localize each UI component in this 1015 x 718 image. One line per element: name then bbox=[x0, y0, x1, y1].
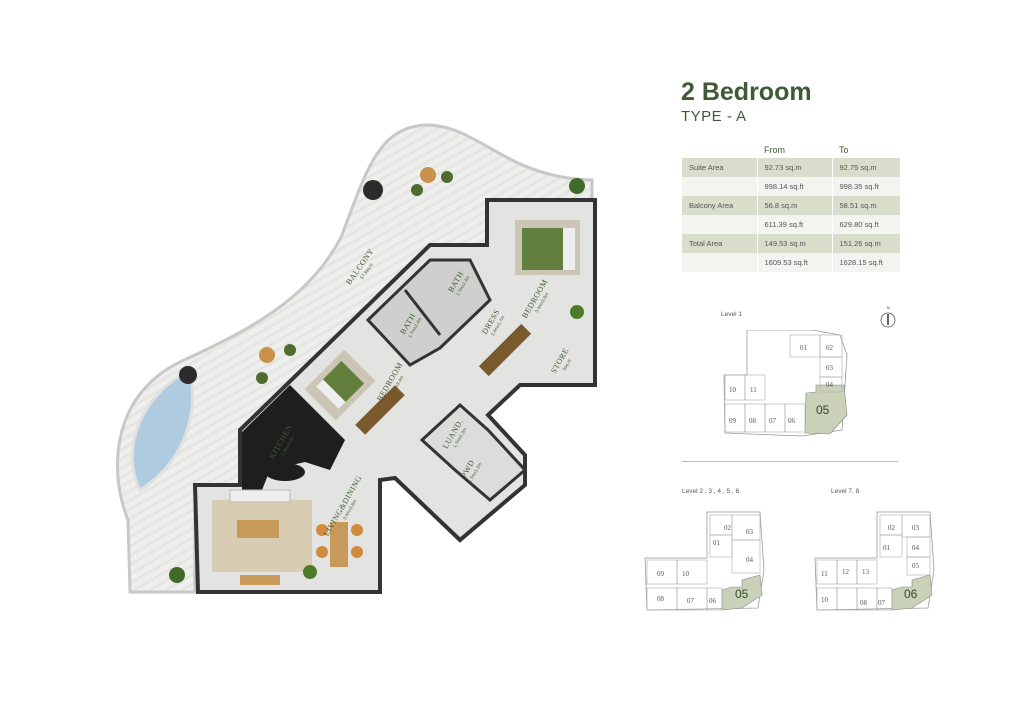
page-title: 2 Bedroom bbox=[681, 78, 812, 106]
bed bbox=[515, 220, 580, 275]
wardrobe bbox=[355, 385, 405, 435]
svg-text:08: 08 bbox=[749, 417, 757, 425]
to-value: 151.26 sq.m bbox=[831, 234, 900, 253]
svg-text:04: 04 bbox=[746, 556, 754, 564]
svg-text:02: 02 bbox=[724, 524, 732, 532]
svg-text:08: 08 bbox=[860, 599, 868, 607]
row-label: Total Area bbox=[682, 234, 757, 253]
kitchen-counter bbox=[242, 385, 345, 490]
svg-text:05: 05 bbox=[816, 403, 830, 417]
svg-text:N: N bbox=[887, 305, 890, 310]
svg-text:03: 03 bbox=[912, 524, 920, 532]
from-value: 92.73 sq.m bbox=[756, 158, 832, 177]
svg-text:07: 07 bbox=[769, 417, 777, 425]
column-header-to: To bbox=[839, 145, 849, 155]
svg-text:05: 05 bbox=[912, 562, 920, 570]
column-header-from: From bbox=[764, 145, 785, 155]
svg-text:02: 02 bbox=[888, 524, 896, 532]
svg-text:05: 05 bbox=[735, 587, 749, 601]
plant-icon bbox=[303, 565, 317, 579]
plant-icon bbox=[169, 567, 185, 583]
svg-text:10: 10 bbox=[821, 596, 829, 604]
to-value: 92.75 sq.m bbox=[831, 158, 900, 177]
laundry-pwd-block bbox=[419, 402, 528, 502]
balcony-area bbox=[115, 123, 594, 594]
svg-text:07: 07 bbox=[687, 597, 695, 605]
svg-text:5sq.m: 5sq.m bbox=[562, 358, 573, 371]
row-label bbox=[682, 253, 757, 272]
svg-text:01: 01 bbox=[800, 344, 808, 352]
svg-text:02: 02 bbox=[826, 344, 834, 352]
from-value: 1609.53 sq.ft bbox=[756, 253, 832, 272]
sofa bbox=[229, 489, 291, 503]
bed bbox=[304, 349, 376, 421]
row-label: Suite Area bbox=[682, 158, 757, 177]
from-value: 611.39 sq.ft bbox=[756, 215, 832, 234]
to-value: 998.35 sq.ft bbox=[831, 177, 900, 196]
to-value: 58.51 sq.m bbox=[831, 196, 900, 215]
svg-text:09: 09 bbox=[729, 417, 737, 425]
key-plan-label-level-7-8: Level 7, 8 bbox=[831, 488, 860, 495]
divider bbox=[682, 461, 898, 462]
row-label bbox=[682, 177, 757, 196]
svg-text:06: 06 bbox=[709, 597, 717, 605]
svg-text:08: 08 bbox=[657, 595, 665, 603]
dining-table bbox=[330, 522, 348, 567]
row-label: Balcony Area bbox=[682, 196, 757, 215]
svg-text:11: 11 bbox=[750, 386, 757, 394]
from-value: 149.53 sq.m bbox=[756, 234, 832, 253]
key-plan-label-level-2-6: Level 2 , 3 , 4 , 5 , 6 bbox=[682, 488, 740, 495]
bath-block bbox=[365, 258, 492, 367]
svg-text:06: 06 bbox=[904, 587, 918, 601]
svg-text:07: 07 bbox=[878, 599, 886, 607]
key-plan-level-7-8: 01 02 03 04 05 06 07 08 10 11 12 13 bbox=[814, 511, 935, 611]
svg-text:09: 09 bbox=[657, 570, 665, 578]
compass-icon: N bbox=[880, 305, 896, 328]
coffee-table bbox=[237, 520, 279, 538]
svg-text:03: 03 bbox=[826, 364, 834, 372]
svg-text:13: 13 bbox=[862, 568, 870, 576]
svg-text:10: 10 bbox=[729, 386, 737, 394]
column-header bbox=[682, 143, 757, 158]
key-plan-label-level-1: Level 1 bbox=[721, 311, 742, 318]
svg-text:04: 04 bbox=[912, 544, 920, 552]
from-value: 998.14 sq.ft bbox=[756, 177, 832, 196]
from-value: 56.8 sq.m bbox=[756, 196, 832, 215]
svg-text:03: 03 bbox=[746, 528, 754, 536]
wardrobe bbox=[478, 323, 532, 377]
to-value: 629.80 sq.ft bbox=[831, 215, 900, 234]
svg-text:01: 01 bbox=[883, 544, 891, 552]
row-label bbox=[682, 215, 757, 234]
plant-icon bbox=[569, 178, 585, 194]
to-value: 1628.15 sq.ft bbox=[831, 253, 900, 272]
svg-text:04: 04 bbox=[826, 381, 834, 389]
svg-text:12: 12 bbox=[842, 568, 850, 576]
svg-text:06: 06 bbox=[788, 417, 796, 425]
key-plan-level-1: 01 02 03 04 05 06 07 08 09 10 11 bbox=[723, 330, 848, 437]
plant-icon bbox=[570, 305, 584, 319]
svg-text:11: 11 bbox=[821, 570, 828, 578]
svg-text:10: 10 bbox=[682, 570, 690, 578]
unit-type: TYPE - A bbox=[681, 108, 747, 125]
svg-text:01: 01 bbox=[713, 539, 721, 547]
